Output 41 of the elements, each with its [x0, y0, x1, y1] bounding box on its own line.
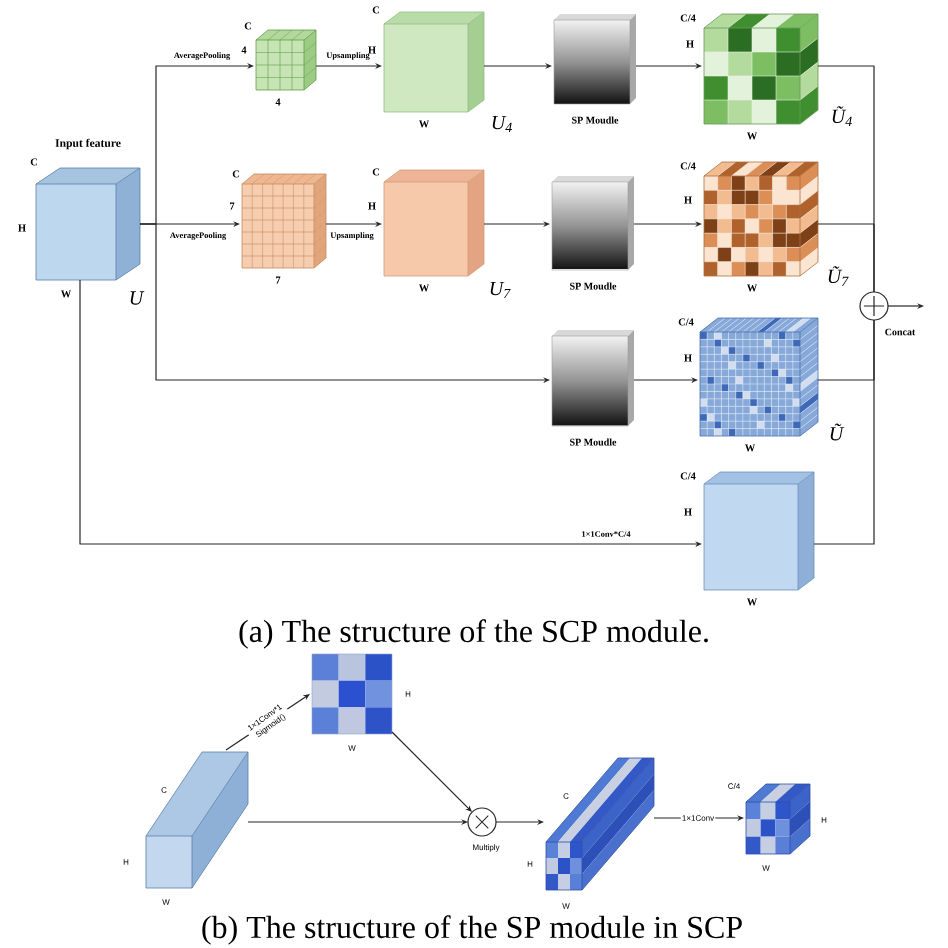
gradient-plate: [551, 330, 634, 427]
feature-cube: [703, 471, 815, 591]
feature-cube: [383, 169, 485, 277]
symbol-label: Ũ: [830, 423, 845, 441]
connector-line: [813, 319, 875, 545]
tiled-cube: [703, 161, 819, 277]
tiled-cube: [703, 13, 819, 125]
symbol-label: Ũ$_{7}$: [828, 266, 849, 286]
tiled-cube: [699, 317, 819, 437]
symbol-label: U$_{7}$: [490, 281, 511, 299]
connector-line: [817, 223, 875, 293]
caption: (b) The structure of the SP module in SCP: [202, 915, 742, 945]
circled-times: [467, 807, 497, 837]
caption: (a) The structure of the SCP module.: [239, 619, 708, 649]
grid-cube: [241, 173, 327, 269]
gradient-plate: [553, 14, 636, 105]
arrow: [495, 819, 544, 825]
cuboid: [145, 751, 249, 889]
symbol-label: U: [130, 291, 145, 305]
symbol-label: Ũ$_{4}$: [832, 106, 852, 126]
feature-cube: [383, 11, 485, 113]
arrow: [139, 223, 550, 383]
arrow: [325, 221, 382, 227]
arrow: [483, 221, 550, 227]
arrow: [635, 63, 702, 69]
striped-cube: [745, 783, 811, 855]
arrow: [633, 221, 702, 227]
circled-plus: [859, 291, 889, 321]
tiled-square: [311, 653, 393, 735]
symbol-label: U$_{4}$: [492, 115, 512, 133]
arrow: [653, 815, 744, 821]
arrow: [483, 63, 552, 69]
arrow: [247, 819, 468, 825]
striped-cuboid: [545, 757, 655, 891]
gradient-plate: [551, 176, 634, 271]
arrow: [887, 303, 924, 309]
arrow: [315, 63, 382, 69]
grid-cube: [255, 29, 317, 91]
feature-cube: [35, 167, 141, 281]
arrow: [633, 377, 698, 383]
arrow: [79, 279, 702, 547]
